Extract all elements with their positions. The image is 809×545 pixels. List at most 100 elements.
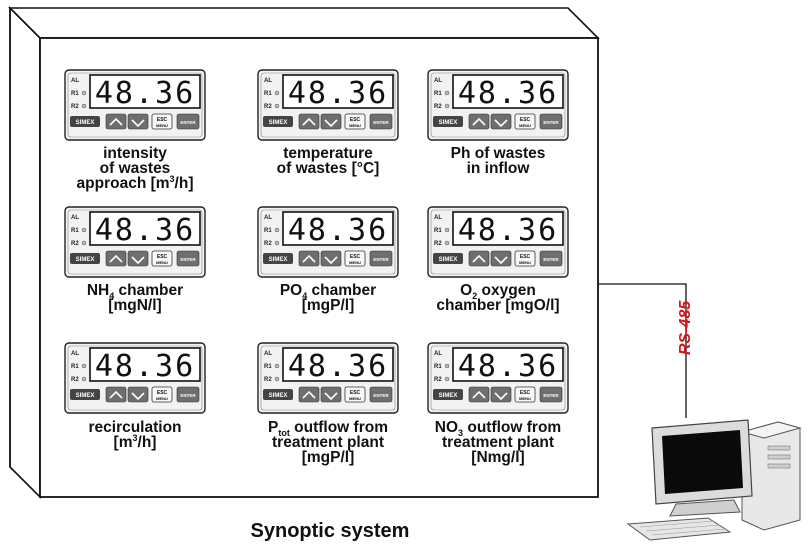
enter-button[interactable]: ENTER (176, 386, 200, 403)
caption-line: [mgN/l] (35, 297, 235, 314)
svg-text:ENTER: ENTER (543, 120, 559, 125)
brand-badge (263, 116, 293, 127)
display-value: 48.36 (288, 349, 388, 384)
led-label: R1 (264, 364, 272, 370)
caption-text: in inflow (466, 160, 530, 177)
caption-line: treatment plant (398, 434, 598, 451)
display-value: 48.36 (458, 213, 558, 248)
svg-text:ENTER: ENTER (543, 257, 559, 262)
led-label: AL (264, 215, 272, 221)
led-label: AL (71, 351, 79, 357)
caption-line: [mgP/l] (228, 450, 428, 466)
svg-text:ENTER: ENTER (180, 120, 196, 125)
display-value: 48.36 (95, 349, 195, 384)
led-label: R1 (434, 228, 442, 234)
enter-button[interactable]: ENTER (369, 113, 393, 130)
svg-text:ENTER: ENTER (543, 393, 559, 398)
display-value: 48.36 (95, 213, 195, 248)
arrow-up-button[interactable] (105, 250, 127, 267)
led-label: R2 (264, 377, 272, 383)
caption-text: [mgN/l] (108, 297, 162, 314)
arrow-down-button[interactable] (127, 250, 149, 267)
caption-text: outflow from (289, 419, 388, 436)
arrow-up-button[interactable] (298, 250, 320, 267)
brand-label: SIMEX (269, 393, 288, 399)
lcd-display (452, 347, 564, 382)
arrow-down-button[interactable] (490, 386, 512, 403)
arrow-down-button[interactable] (320, 386, 342, 403)
svg-text:MENU: MENU (519, 396, 531, 401)
arrow-down-button[interactable] (320, 250, 342, 267)
display-value: 48.36 (288, 76, 388, 111)
caption-text: chamber [mgO/l] (436, 297, 560, 314)
enter-button[interactable]: ENTER (539, 250, 563, 267)
enter-button[interactable]: ENTER (176, 250, 200, 267)
led-indicator (274, 227, 280, 233)
lcd-display (282, 74, 394, 109)
lcd-display (89, 347, 201, 382)
enter-button[interactable]: ENTER (539, 386, 563, 403)
caption-text: [mgP/l] (301, 297, 355, 314)
enter-button[interactable]: ENTER (369, 386, 393, 403)
subscript: 4 (302, 291, 308, 302)
svg-text:MENU: MENU (349, 396, 361, 401)
arrow-down-button[interactable] (127, 113, 149, 130)
arrow-up-button[interactable] (105, 386, 127, 403)
led-label: AL (264, 78, 272, 84)
led-indicator (444, 103, 450, 109)
caption-text: chamber (307, 282, 377, 299)
enter-button[interactable]: ENTER (369, 250, 393, 267)
svg-text:ENTER: ENTER (373, 257, 389, 262)
caption-line: [Nmg/l] (398, 450, 598, 466)
arrow-up-button[interactable] (468, 250, 490, 267)
arrow-up-button[interactable] (105, 113, 127, 130)
enter-button[interactable]: ENTER (176, 113, 200, 130)
arrow-down-button[interactable] (127, 386, 149, 403)
caption-line: [mgP/l] (228, 297, 428, 314)
caption-text: Ph of wastes (450, 145, 546, 162)
arrow-down-button[interactable] (490, 250, 512, 267)
lcd-display (452, 211, 564, 246)
arrow-up-button[interactable] (468, 386, 490, 403)
svg-text:MENU: MENU (349, 260, 361, 265)
brand-label: SIMEX (76, 120, 95, 126)
caption-line: Ph of wastes (398, 145, 598, 162)
arrow-up-button[interactable] (298, 113, 320, 130)
led-label: R2 (71, 377, 79, 383)
led-label: R2 (71, 104, 79, 110)
caption-text: P (268, 419, 279, 436)
caption-text: recirculation (88, 419, 182, 436)
svg-text:ESC: ESC (520, 117, 531, 123)
svg-text:MENU: MENU (519, 260, 531, 265)
arrow-up-button[interactable] (468, 113, 490, 130)
caption-text: O (460, 282, 473, 299)
subscript: 3 (458, 428, 464, 439)
brand-badge (70, 253, 100, 264)
caption-text: NH (86, 282, 110, 299)
led-label: AL (71, 215, 79, 221)
caption-line: treatment plant (228, 435, 428, 451)
caption-line: PO4 chamber (228, 282, 428, 302)
arrow-down-button[interactable] (320, 113, 342, 130)
enter-button[interactable]: ENTER (539, 113, 563, 130)
arrow-up-button[interactable] (298, 386, 320, 403)
lcd-display (89, 74, 201, 109)
caption-text: of wastes (99, 160, 171, 177)
caption-text: oxygen (477, 282, 536, 299)
caption-text: treatment plant (442, 434, 554, 451)
led-indicator (81, 240, 87, 246)
led-label: R1 (434, 91, 442, 97)
arrow-down-button[interactable] (490, 113, 512, 130)
caption-text: temperature (283, 145, 373, 162)
